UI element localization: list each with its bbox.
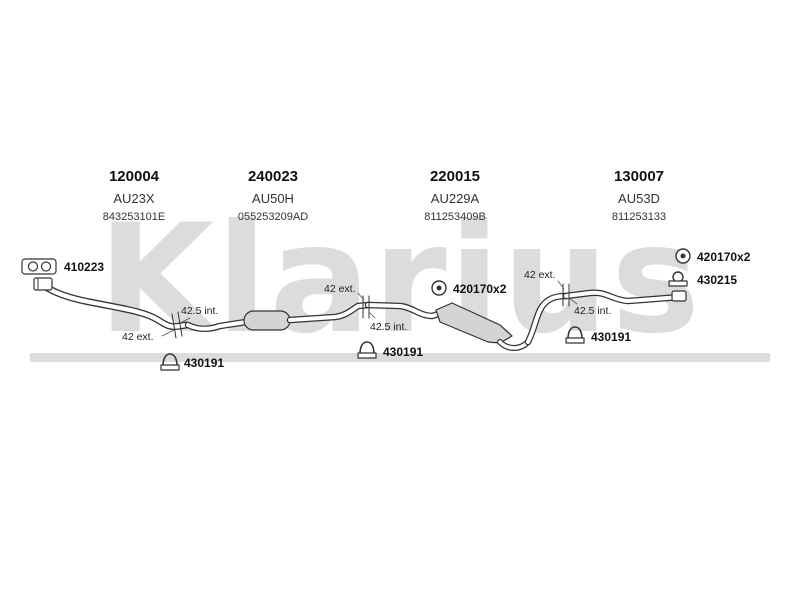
part-label-clamp: 430191 (383, 345, 424, 359)
part-label-clamp: 430191 (591, 330, 632, 344)
clamp-icon (160, 353, 180, 371)
dimension-label: 42.5 int. (574, 305, 612, 317)
part-model: AU23X (113, 191, 155, 206)
clamp-icon (565, 326, 585, 344)
dimension-leaders (161, 280, 578, 337)
dimension-label: 42.5 int. (370, 321, 408, 333)
part-oem-number: 811253409B (424, 211, 486, 223)
dimension-label: 42 ext. (122, 331, 154, 343)
column-header-center-muffler: 220015 AU229A 811253409B (375, 168, 535, 225)
column-header-front-pipe: 120004 AU23X 843253101E (54, 168, 214, 225)
tail-pipe (562, 289, 687, 305)
column-header-front-muffler: 240023 AU50H 055253209AD (193, 168, 353, 225)
part-code: 220015 (429, 168, 481, 185)
dimension-label: 42.5 int. (181, 305, 219, 317)
clamp-icon (357, 341, 377, 359)
part-code: 130007 (613, 168, 665, 185)
part-model: AU50H (252, 191, 294, 206)
dimension-label: 42 ext. (324, 283, 356, 295)
dimension-label: 42 ext. (524, 269, 556, 281)
clamp-icon (668, 271, 688, 287)
part-oem-number: 055253209AD (237, 211, 309, 223)
joint-markers (171, 283, 570, 339)
brand-watermark-underline (30, 353, 770, 362)
part-oem-number: 811253133 (611, 211, 667, 223)
part-code: 240023 (247, 168, 299, 185)
part-label-rubber-mount: 420170x2 (697, 250, 751, 264)
part-label-clamp: 430191 (184, 356, 225, 370)
part-label-rubber-mount: 420170x2 (453, 282, 507, 296)
front-pipe (33, 277, 190, 331)
gasket-icon (21, 258, 57, 275)
rubber-mount-icon (431, 280, 447, 296)
part-model: AU229A (430, 191, 480, 206)
column-header-tail-pipe: 130007 AU53D 811253133 (559, 168, 719, 225)
part-oem-number: 843253101E (102, 211, 166, 223)
part-label-gasket: 410223 (64, 260, 105, 274)
part-model: AU53D (618, 191, 660, 206)
part-code: 120004 (108, 168, 160, 185)
part-label-tail-clamp: 430215 (697, 273, 738, 287)
front-muffler (184, 301, 372, 333)
rubber-mount-icon (675, 248, 691, 264)
center-muffler (364, 292, 570, 351)
